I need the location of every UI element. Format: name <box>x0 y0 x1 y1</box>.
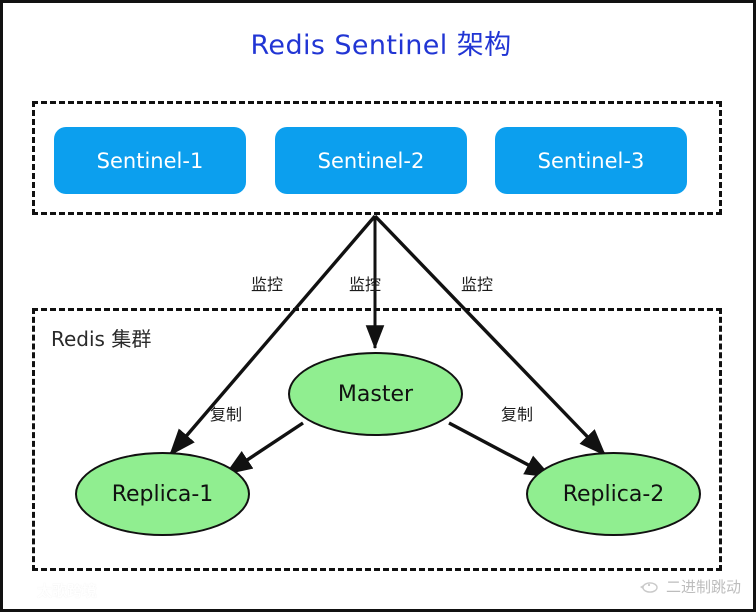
sentinel-node-3[interactable]: Sentinel-3 <box>495 127 687 194</box>
watermark-left-text: 太歌跨境 <box>37 582 98 600</box>
watermark-left: 太歌跨境 <box>11 580 97 601</box>
edge-label-monitor-center: 监控 <box>349 275 382 294</box>
edge-label-monitor-right: 监控 <box>461 275 494 294</box>
edge-label-replicate-left: 复制 <box>210 405 243 424</box>
bird-logo-icon <box>639 582 658 593</box>
edge-label-monitor-left: 监控 <box>251 275 284 294</box>
sentinel-node-2[interactable]: Sentinel-2 <box>275 127 467 194</box>
redis-cluster-label: Redis 集群 <box>51 327 152 351</box>
sentinel-node-1[interactable]: Sentinel-1 <box>54 127 246 194</box>
watermark-right: 二进制跳动 <box>639 576 741 597</box>
redis-node-replica-1[interactable]: Replica-1 <box>75 452 250 536</box>
redis-node-master[interactable]: Master <box>288 352 463 436</box>
sentinel-group-box <box>32 101 722 215</box>
redis-node-replica-2[interactable]: Replica-2 <box>526 452 701 536</box>
page-title: Redis Sentinel 架构 <box>250 30 512 61</box>
watermark-right-text: 二进制跳动 <box>665 578 741 596</box>
bird-logo-icon <box>12 584 31 598</box>
edge-label-replicate-right: 复制 <box>501 405 534 424</box>
